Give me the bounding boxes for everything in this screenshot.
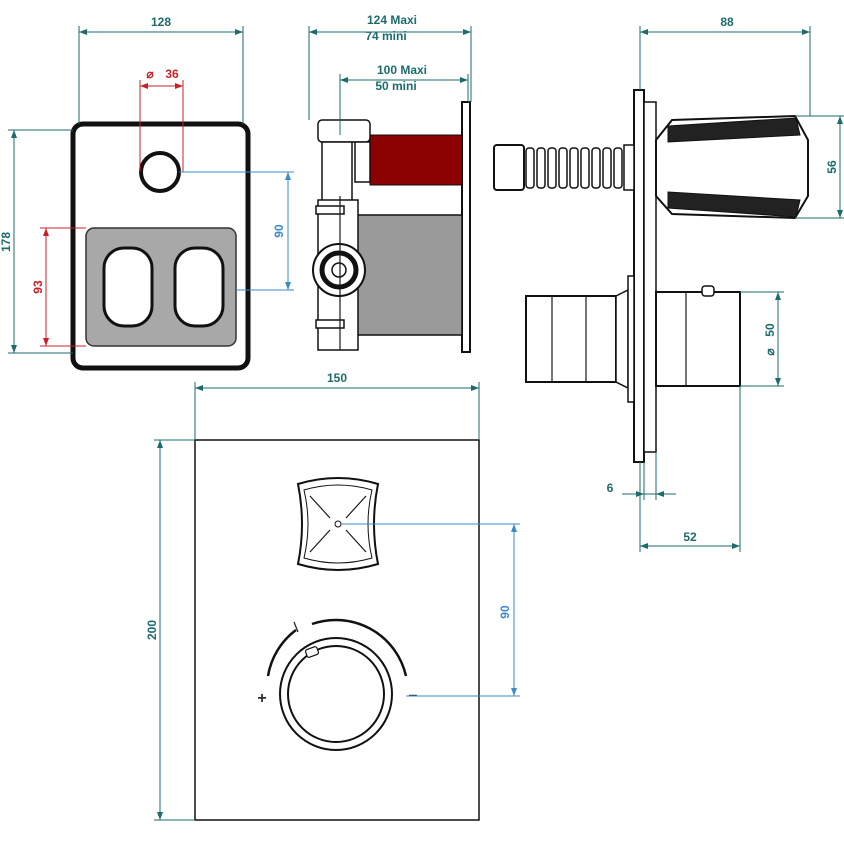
stem-rib xyxy=(558,147,568,189)
diverter-handle xyxy=(655,114,809,220)
dim-diameter-symbol-top: ⌀ xyxy=(146,67,154,81)
valve-neck xyxy=(321,141,353,203)
thermo-knob-pin xyxy=(701,285,715,297)
front-thermo-scale-arc xyxy=(266,628,297,677)
dim-side-depth: 88 xyxy=(720,15,734,29)
front-thermo-knob-pin xyxy=(304,646,320,658)
valve-red-body xyxy=(369,134,463,186)
valve-bracket-top xyxy=(315,205,345,215)
dim-front-height: 200 xyxy=(145,620,159,640)
dim-knob-side-diameter: 50 xyxy=(763,323,777,337)
diverter-handle-band-bottom xyxy=(667,191,801,218)
front-thermo-knob-inner xyxy=(287,645,385,743)
dim-plate-thickness: 6 xyxy=(607,481,614,495)
valve-inlet-pipe xyxy=(317,119,371,143)
diverter-stem-cap xyxy=(493,144,525,191)
stem-rib xyxy=(536,147,546,189)
stem-rib xyxy=(591,147,601,189)
valve-bracket-bottom xyxy=(315,319,345,329)
stem-rib xyxy=(602,147,612,189)
dim-inner-mini: 50 mini xyxy=(375,79,416,93)
front-diverter-handle-inner xyxy=(303,484,373,564)
dim-body-height: 178 xyxy=(0,232,13,252)
top-plate-view: 128 ⌀ 36 178 93 90 xyxy=(0,15,294,371)
dim-knob-projection: 52 xyxy=(683,530,697,544)
front-thermo-plus: + xyxy=(257,690,266,707)
dim-inner-maxi: 100 Maxi xyxy=(377,63,427,77)
dim-front-spacing: 90 xyxy=(498,605,512,619)
stem-rib xyxy=(525,147,535,189)
front-thermo-scale-arc-right xyxy=(311,618,408,677)
thermo-knob-neck xyxy=(615,288,629,390)
dim-diameter-symbol-side: ⌀ xyxy=(763,348,777,356)
front-plate-view: + − 150 200 90 xyxy=(145,371,520,821)
diverter-stem-collar xyxy=(623,144,635,191)
valve-port-inner xyxy=(331,262,347,278)
button-right xyxy=(173,246,225,328)
plate-knob xyxy=(139,151,181,193)
stem-rib xyxy=(569,147,579,189)
dim-panel-height: 93 xyxy=(31,280,45,294)
diverter-handle-band-top xyxy=(667,117,801,143)
stem-rib xyxy=(613,147,623,189)
side-plate-inner xyxy=(643,101,657,453)
side-plate xyxy=(633,89,645,463)
front-diverter-center xyxy=(334,520,342,528)
thermo-knob-front xyxy=(525,295,617,383)
diverter-stem-ribs xyxy=(525,147,623,189)
dim-handle-height: 56 xyxy=(825,160,839,174)
dim-knob-to-panel: 90 xyxy=(272,224,286,238)
valve-cartridge xyxy=(354,141,371,183)
thermo-knob-body xyxy=(655,291,741,387)
side-profile-view: 88 56 ⌀ 50 6 52 xyxy=(493,15,844,552)
dim-depth-maxi: 124 Maxi xyxy=(367,13,417,27)
stem-rib xyxy=(547,147,557,189)
stem-rib xyxy=(580,147,590,189)
dim-knob-diameter: 36 xyxy=(165,67,179,81)
valve-section-view: 124 Maxi 74 mini 100 Maxi 50 mini xyxy=(308,13,472,353)
thermo-knob-rim xyxy=(627,275,635,403)
dim-top-width: 128 xyxy=(151,15,171,29)
wall-plate xyxy=(461,101,471,353)
dim-front-width: 150 xyxy=(327,371,347,385)
button-left xyxy=(102,246,154,328)
dim-depth-mini: 74 mini xyxy=(365,29,406,43)
